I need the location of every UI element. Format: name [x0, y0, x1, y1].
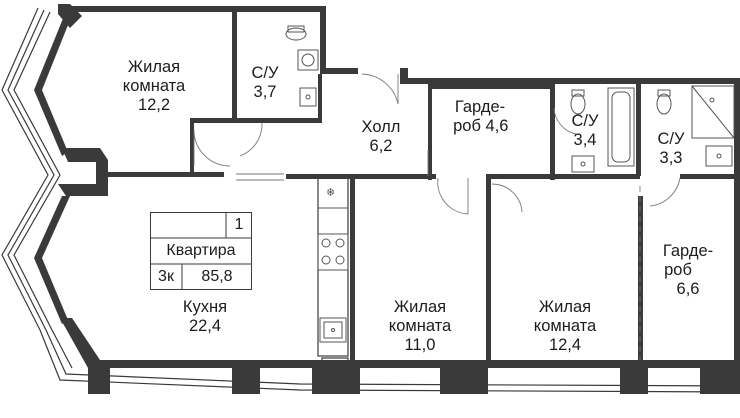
room-name: Жилая: [393, 298, 447, 316]
room-name: комната: [533, 317, 597, 335]
outer-walls: [34, 4, 740, 394]
room-wardrobe-2: Гарде- роб 6,6: [650, 242, 726, 299]
room-name: С/У: [251, 64, 279, 82]
room-name: комната: [122, 77, 186, 95]
apartment-room-count: 3к: [158, 268, 174, 285]
room-area: 22,4: [188, 317, 222, 335]
room-bath-2: С/У 3,4: [562, 112, 608, 150]
room-area: 6,6: [676, 280, 700, 298]
room-name: С/У: [571, 112, 599, 130]
room-bath-1: С/У 3,7: [240, 64, 290, 102]
apartment-number: 1: [234, 216, 244, 233]
room-name: Жилая: [538, 298, 592, 316]
room-living-2: Жилая комната 11,0: [370, 298, 470, 355]
apartment-info-table: 1 Квартира 3к 85,8: [150, 212, 252, 290]
room-living-1: Жилая комната 12,2: [104, 58, 204, 115]
room-bath-3: С/У 3,3: [648, 130, 694, 168]
room-area: 12,4: [548, 336, 582, 354]
info-table-grid: [150, 212, 252, 290]
room-area: 4,6: [485, 117, 509, 135]
room-area: 3,7: [253, 83, 277, 101]
facade-left: [1, 7, 740, 393]
room-wardrobe-1: Гарде- роб 4,6: [440, 98, 520, 136]
room-name: Кухня: [182, 298, 228, 316]
room-area: 3,3: [659, 149, 683, 167]
room-name: Гарде-: [662, 242, 714, 260]
room-name: роб: [664, 261, 692, 279]
room-area: 6,2: [369, 137, 393, 155]
room-area: 3,4: [573, 131, 597, 149]
room-hall: Холл 6,2: [346, 118, 416, 156]
svg-text:❄: ❄: [326, 186, 335, 199]
room-name: комната: [388, 317, 452, 335]
room-living-3: Жилая комната 12,4: [512, 298, 618, 355]
room-name: Гарде-: [454, 98, 506, 116]
room-area: 12,2: [137, 96, 171, 114]
apartment-total-area: 85,8: [201, 268, 233, 285]
room-kitchen: Кухня 22,4: [160, 298, 250, 336]
room-name: С/У: [657, 130, 685, 148]
fixtures: ❄: [285, 25, 735, 343]
room-name: Холл: [361, 118, 401, 136]
apartment-label: Квартира: [166, 242, 236, 259]
room-name: Жилая: [127, 58, 181, 76]
room-name: роб: [453, 117, 481, 135]
doors: [193, 73, 681, 360]
room-area: 11,0: [404, 336, 436, 354]
